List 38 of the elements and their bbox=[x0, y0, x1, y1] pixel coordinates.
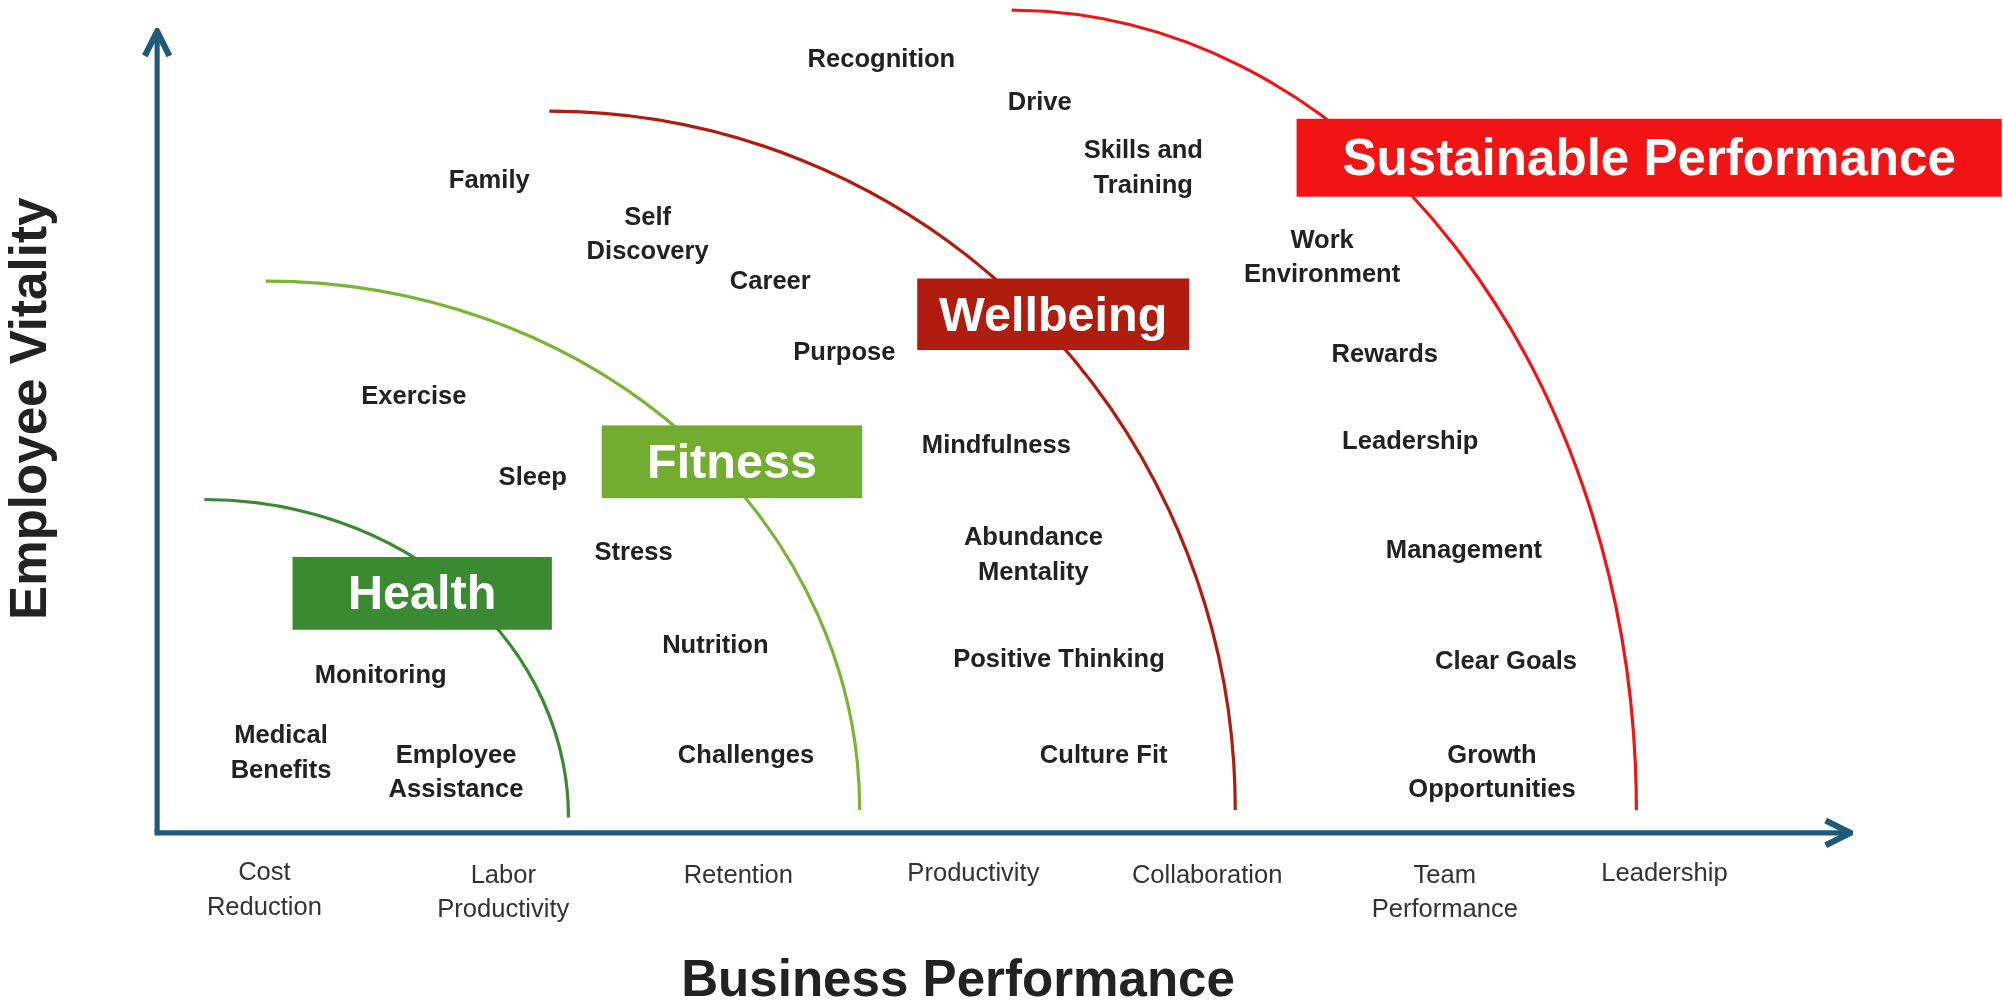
factor-label: Sleep bbox=[498, 460, 567, 492]
category-banner: Fitness bbox=[601, 425, 863, 499]
factor-label: Career bbox=[729, 265, 811, 297]
axis-tick-label: Collaboration bbox=[1131, 859, 1283, 891]
factor-label: Medical Benefits bbox=[229, 719, 333, 786]
axis-tick-label: Leadership bbox=[1601, 856, 1728, 888]
category-banner: Wellbeing bbox=[917, 278, 1190, 350]
factor-label: Clear Goals bbox=[1435, 644, 1578, 676]
axis-tick-label: Productivity bbox=[907, 856, 1040, 888]
factor-label: Growth Opportunities bbox=[1407, 738, 1577, 805]
axis-tick-label: Team Performance bbox=[1370, 858, 1519, 925]
factor-label: Monitoring bbox=[314, 658, 447, 690]
factor-label: Self Discovery bbox=[585, 200, 710, 267]
factor-label: Management bbox=[1385, 533, 1542, 565]
factor-label: Rewards bbox=[1331, 338, 1438, 370]
factor-label: Abundance Mentality bbox=[962, 521, 1104, 588]
factor-label: Recognition bbox=[807, 43, 956, 75]
factor-label: Challenges bbox=[677, 739, 815, 771]
factor-label: Exercise bbox=[361, 380, 467, 412]
axis-tick-label: Retention bbox=[683, 859, 794, 891]
factor-label: Work Environment bbox=[1243, 223, 1402, 290]
factor-label: Culture Fit bbox=[1039, 739, 1168, 771]
factor-label: Employee Assistance bbox=[387, 738, 525, 805]
category-banner: Sustainable Performance bbox=[1296, 118, 2002, 197]
axis-tick-label: Labor Productivity bbox=[436, 858, 571, 925]
factor-label: Stress bbox=[594, 536, 673, 568]
factor-label: Mindfulness bbox=[921, 428, 1071, 460]
factor-label: Purpose bbox=[793, 335, 896, 367]
factor-label: Nutrition bbox=[662, 629, 769, 661]
axis-title: Business Performance bbox=[681, 949, 1235, 1004]
factor-label: Drive bbox=[1007, 86, 1072, 118]
factor-label: Family bbox=[448, 164, 530, 196]
category-banner: Health bbox=[292, 556, 552, 630]
factor-label: Positive Thinking bbox=[953, 643, 1165, 675]
axis-tick-label: Cost Reduction bbox=[205, 856, 323, 922]
factor-label: Skills and Training bbox=[1082, 134, 1204, 200]
axis-title: Employee Vitality bbox=[0, 197, 58, 620]
factor-label: Leadership bbox=[1342, 425, 1479, 457]
